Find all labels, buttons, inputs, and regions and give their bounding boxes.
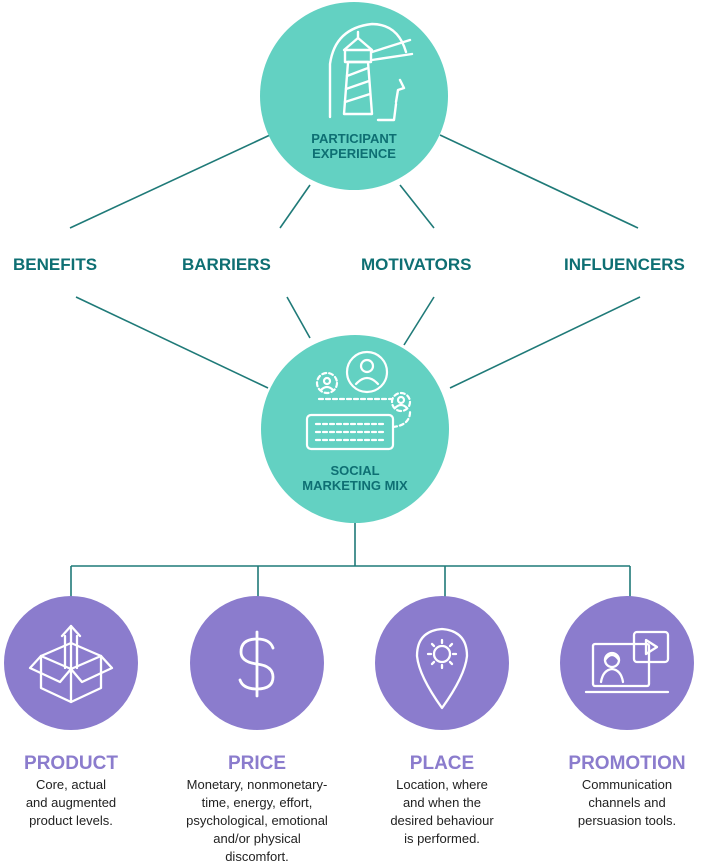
connector-benefits-top: [69, 134, 271, 229]
connector-barriers-top: [279, 184, 311, 229]
connector-influencers-bottom: [449, 296, 641, 389]
place-description: Location, where and when the desired beh…: [390, 777, 494, 846]
dollar-sign-icon: [238, 630, 275, 698]
social-marketing-mix-node: SOCIAL MARKETING MIX: [261, 335, 449, 523]
connector-barriers-bottom: [286, 296, 311, 339]
price-description: Monetary, nonmonetary- time, energy, eff…: [186, 777, 328, 864]
product-description: Core, actual and augmented product level…: [25, 777, 117, 828]
price-title: PRICE: [227, 753, 287, 774]
connector-motivators-bottom: [403, 296, 435, 346]
people-keyboard-icon: [305, 350, 412, 451]
connector-benefits-bottom: [75, 296, 269, 389]
social-marketing-mix-label-1: SOCIAL: [330, 463, 380, 478]
factor-motivators: MOTIVATORS: [361, 255, 472, 274]
factor-benefits: BENEFITS: [13, 255, 98, 274]
promotion-description: Communication channels and persuasion to…: [577, 777, 677, 828]
participant-experience-node: PARTICIPANT EXPERIENCE: [260, 2, 448, 190]
factor-barriers: BARRIERS: [182, 255, 271, 274]
product-node: [4, 596, 138, 730]
participant-experience-label-2: EXPERIENCE: [312, 146, 396, 161]
factor-influencers: INFLUENCERS: [564, 255, 685, 274]
presenter-screen-icon: [584, 630, 670, 694]
location-pin-icon: [415, 627, 469, 710]
social-marketing-mix-label-2: MARKETING MIX: [302, 478, 408, 493]
lighthouse-head-icon: [328, 22, 414, 122]
promotion-node: [560, 596, 694, 730]
participant-experience-label-1: PARTICIPANT: [311, 131, 397, 146]
product-title: PRODUCT: [24, 753, 118, 774]
connector-influencers-top: [439, 134, 639, 229]
open-box-arrow-icon: [28, 624, 114, 704]
price-node: [190, 596, 324, 730]
place-title: PLACE: [409, 753, 475, 774]
connector-motivators-top: [399, 184, 435, 229]
place-node: [375, 596, 509, 730]
promotion-title: PROMOTION: [568, 753, 686, 774]
